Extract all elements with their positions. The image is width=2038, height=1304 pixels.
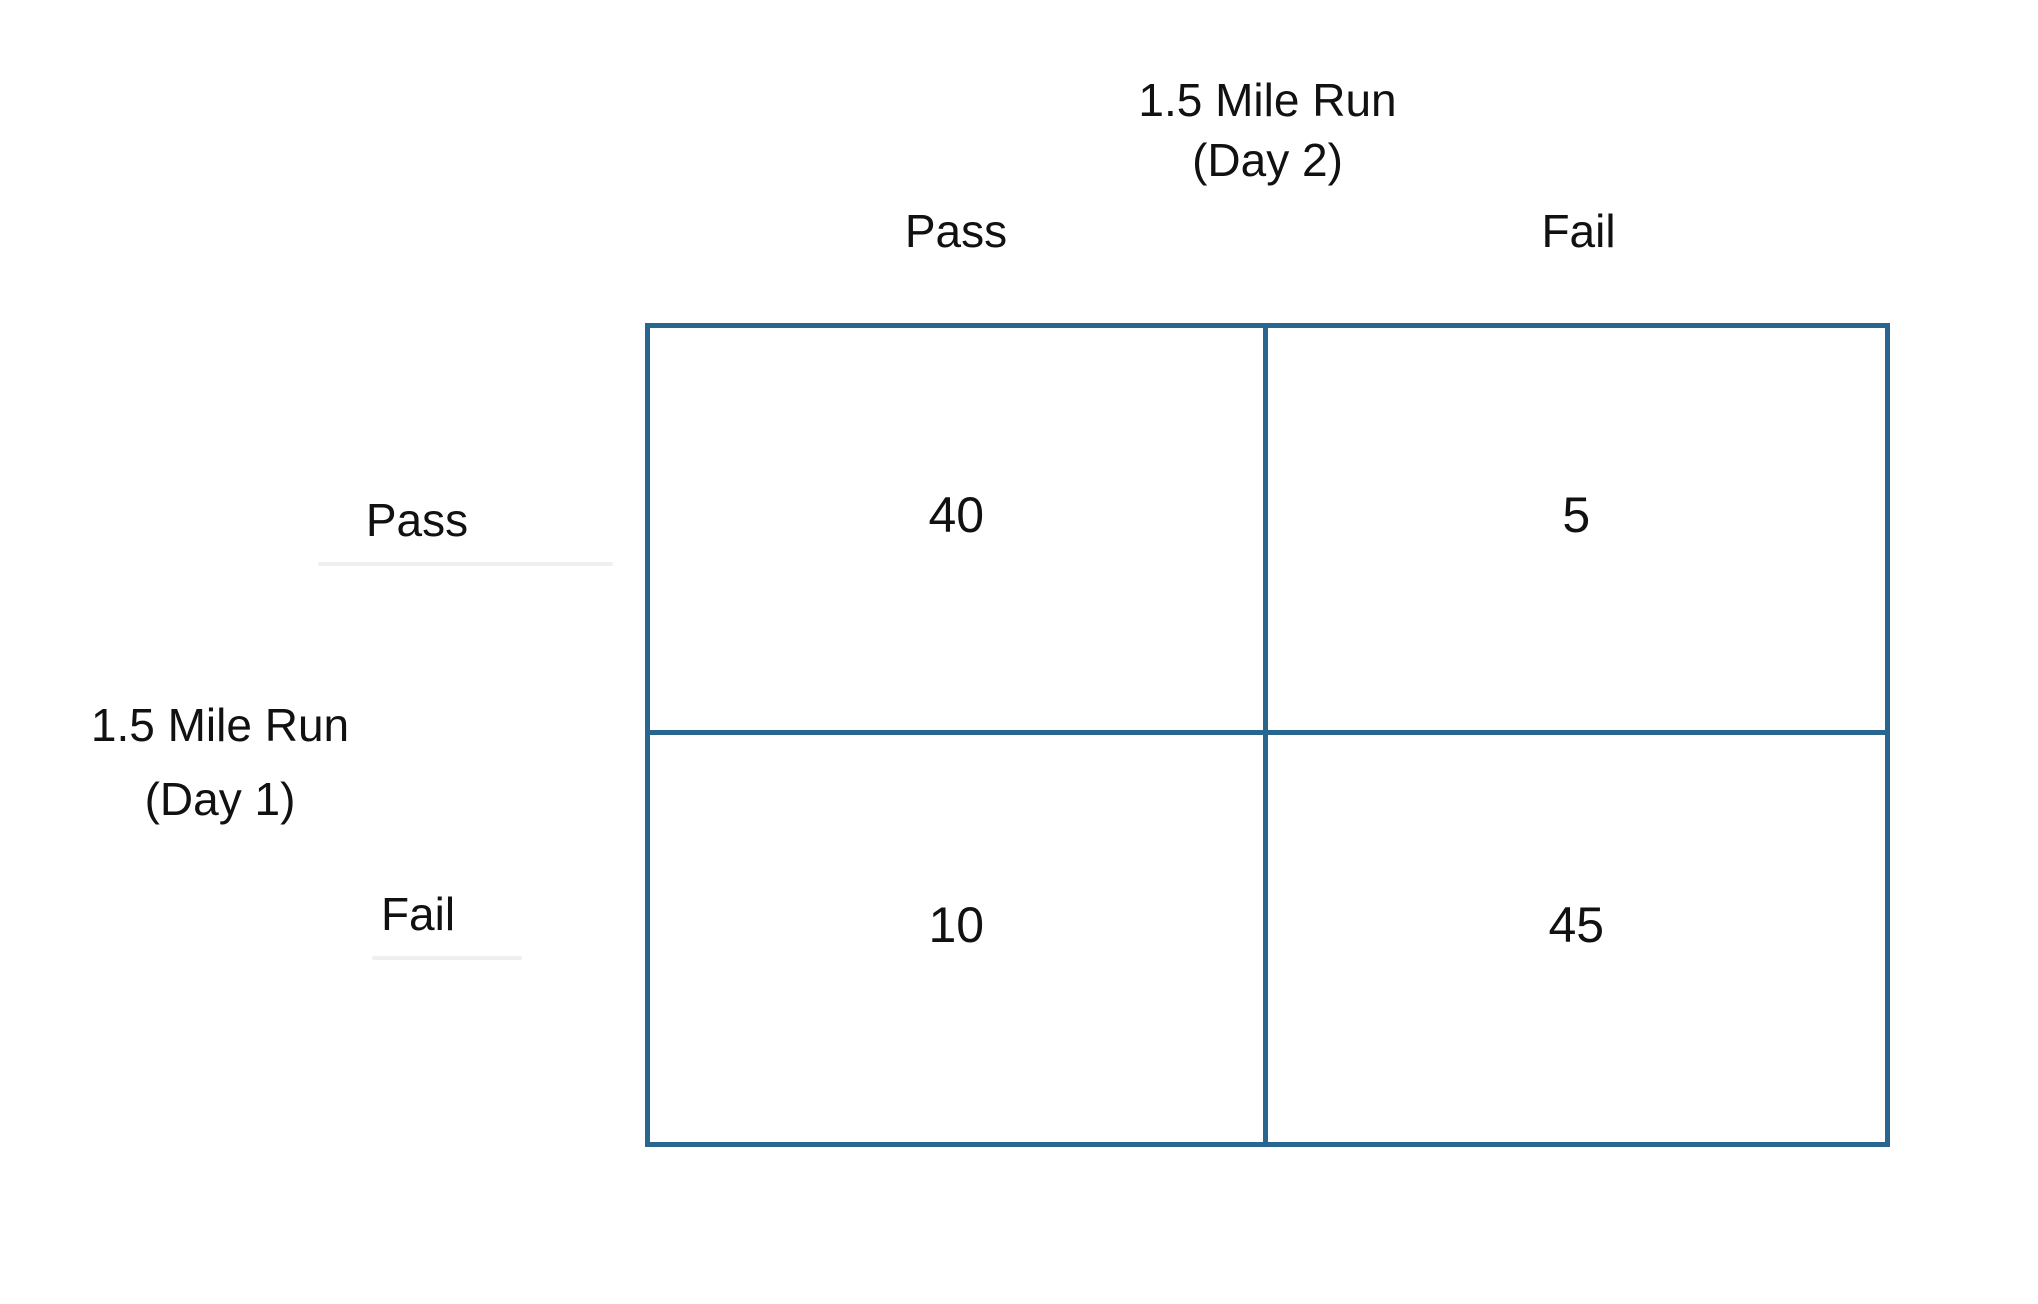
- column-header-pass: Pass: [904, 205, 1008, 257]
- cell-day1pass-day2fail: 5: [1267, 328, 1885, 735]
- faint-underline-artifact: [372, 956, 522, 960]
- column-header-fail: Fail: [1541, 205, 1616, 257]
- cell-day1fail-day2pass: 10: [650, 735, 1268, 1142]
- row-header-fail: Fail: [380, 888, 456, 940]
- contingency-table-grid: 40 5 10 45: [645, 323, 1890, 1147]
- row-header-pass: Pass: [365, 494, 469, 546]
- row-axis-title: 1.5 Mile Run (Day 1): [30, 688, 410, 836]
- faint-underline-artifact: [318, 562, 613, 566]
- cell-day1fail-day2fail: 45: [1548, 896, 1605, 953]
- row-axis-title-line2: (Day 1): [144, 773, 296, 825]
- cell-day1pass-day2pass: 40: [650, 328, 1268, 735]
- row-axis-title-line1: 1.5 Mile Run: [90, 699, 350, 751]
- column-axis-title: 1.5 Mile Run (Day 2): [645, 70, 1890, 190]
- column-axis-title-line2: (Day 2): [1192, 134, 1343, 186]
- column-axis-title-line1: 1.5 Mile Run: [1138, 74, 1397, 126]
